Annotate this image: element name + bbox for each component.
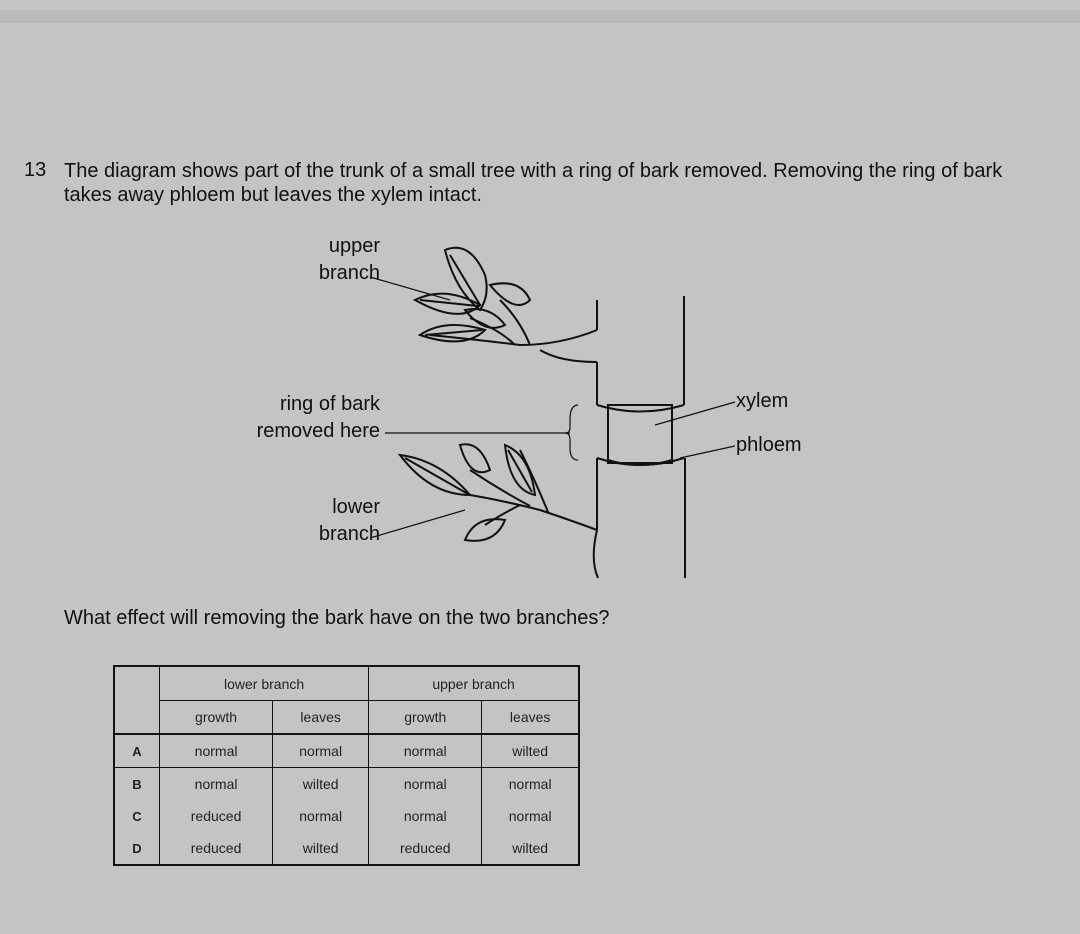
- tree-trunk-diagram: [369, 246, 736, 579]
- lower-leaf: [397, 453, 473, 497]
- col-header: leaves: [481, 700, 580, 735]
- lower-leaf: [463, 518, 507, 542]
- table-cell: reduced: [158, 832, 274, 865]
- label-ring: ring of bark: [279, 393, 380, 415]
- option-label: D: [113, 832, 160, 865]
- label-xylem: xylem: [736, 390, 789, 412]
- table-cell: reduced: [158, 800, 274, 832]
- table-cell: wilted: [272, 767, 370, 800]
- question-number: 13: [24, 159, 47, 181]
- question-prompt: What effect will removing the bark have …: [64, 607, 610, 629]
- group-header-upper: upper branch: [368, 665, 580, 701]
- label-removed: removed here: [256, 420, 380, 442]
- table-cell: normal: [368, 733, 483, 768]
- upper-leaf: [463, 308, 507, 329]
- upper-branch-leader: [369, 276, 451, 301]
- table-row: A normal normal normal wilted: [113, 733, 580, 768]
- table-cell: normal: [158, 733, 274, 768]
- option-label: A: [113, 733, 160, 768]
- label-lower: lower: [332, 496, 380, 518]
- option-label: B: [113, 767, 160, 800]
- top-bar: [0, 10, 1080, 23]
- table-cell: normal: [481, 767, 580, 800]
- label-upper: upper: [328, 235, 380, 257]
- label-phloem: phloem: [736, 434, 802, 456]
- table-cell: wilted: [481, 832, 580, 865]
- upper-leaf: [412, 292, 482, 315]
- table-row: B normal wilted normal normal: [113, 767, 580, 800]
- col-header: growth: [368, 700, 483, 735]
- ring-brace: [564, 404, 579, 461]
- col-header: growth: [158, 700, 274, 735]
- table-cell: reduced: [368, 832, 483, 865]
- lower-branch: [469, 494, 599, 579]
- upper-trunk: [596, 296, 685, 405]
- answer-table: lower branch upper branch growth leaves …: [113, 665, 580, 866]
- phloem-leader: [679, 445, 736, 459]
- table-cell: normal: [272, 733, 370, 768]
- lower-branch-leader: [369, 509, 466, 539]
- bark-ring-edge-top: [596, 404, 685, 413]
- corner-cell: [113, 665, 160, 735]
- lower-leaf: [458, 443, 492, 474]
- table-cell: wilted: [481, 733, 580, 768]
- table-cell: normal: [368, 767, 483, 800]
- option-label: C: [113, 800, 160, 832]
- question-text: The diagram shows part of the trunk of a…: [64, 160, 1003, 206]
- group-header-lower: lower branch: [158, 665, 370, 701]
- col-header: leaves: [272, 700, 370, 735]
- table-cell: wilted: [272, 832, 370, 865]
- table-cell: normal: [368, 800, 483, 832]
- table-cell: normal: [158, 767, 274, 800]
- xylem-leader: [654, 401, 736, 426]
- table-row: C reduced normal normal normal: [113, 800, 580, 832]
- label-branch-upper: branch: [318, 262, 380, 284]
- upper-leaf: [488, 282, 532, 306]
- table-cell: normal: [481, 800, 580, 832]
- upper-branch: [429, 329, 598, 363]
- lower-trunk: [596, 458, 686, 578]
- table-row: D reduced wilted reduced wilted: [113, 832, 580, 865]
- upper-leaf: [417, 324, 487, 343]
- label-branch-lower: branch: [318, 523, 380, 545]
- table-cell: normal: [272, 800, 370, 832]
- upper-leaf: [443, 246, 488, 312]
- lower-leaf: [503, 443, 537, 497]
- xylem-core: [607, 404, 673, 464]
